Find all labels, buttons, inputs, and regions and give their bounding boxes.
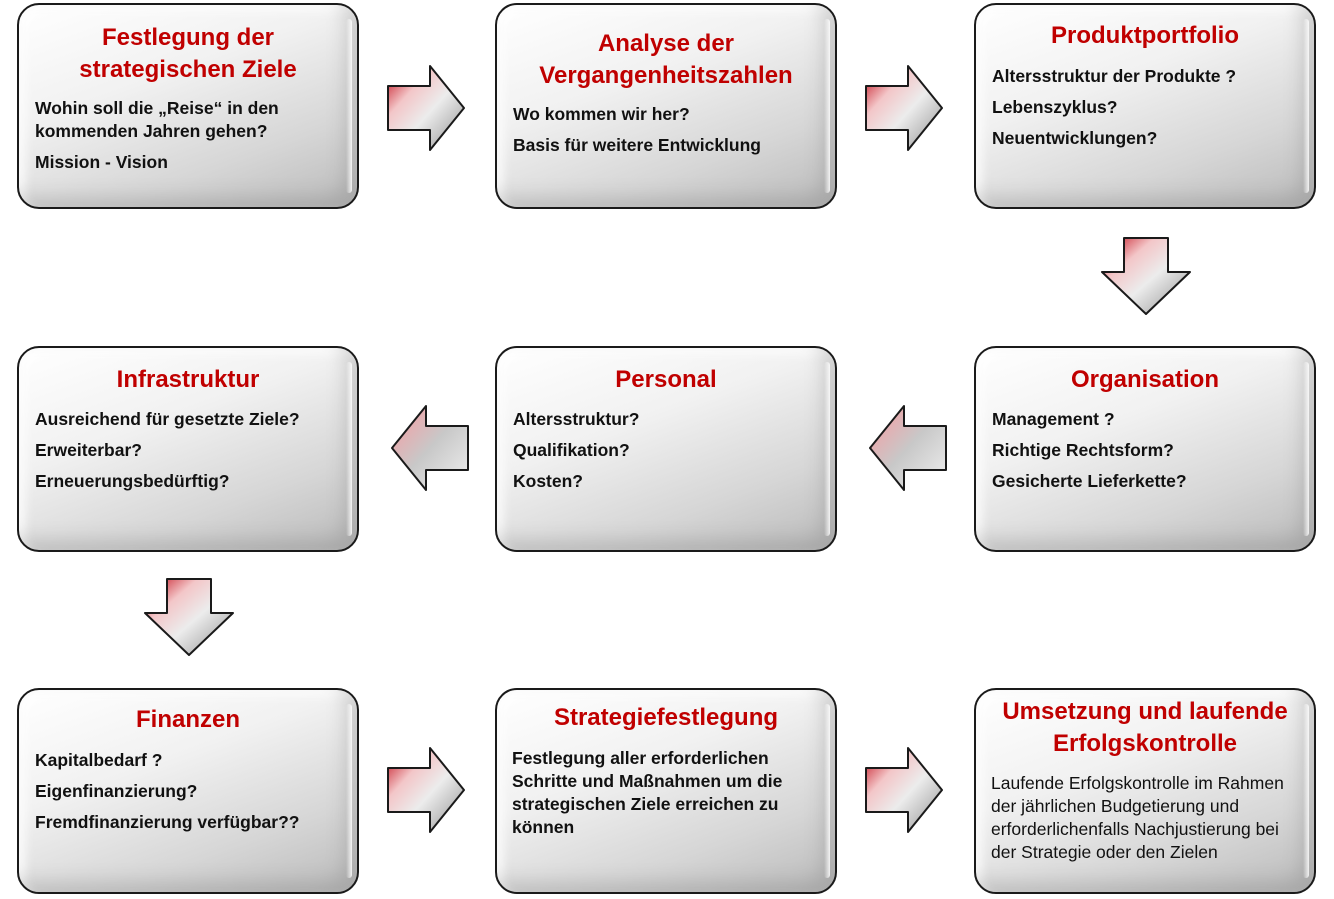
box-title: Analyse der Vergangenheitszahlen <box>539 30 793 89</box>
box-title: Festlegung der strategischen Ziele <box>79 24 297 83</box>
box-line: Richtige Rechtsform? <box>992 440 1174 460</box>
box-line: Fremdfinanzierung verfügbar?? <box>35 812 300 832</box>
block-arrow-icon <box>391 405 469 491</box>
block-arrow-icon <box>865 747 943 833</box>
box-analyse: Analyse der Vergangenheitszahlen Wo komm… <box>495 3 837 209</box>
box-line: Kapitalbedarf ? <box>35 750 163 770</box>
box-line: Mission - Vision <box>35 152 168 172</box>
box-line: Management ? <box>992 409 1115 429</box>
box-line: Erweiterbar? <box>35 440 142 460</box>
box-umsetzung: Umsetzung und laufende Erfolgskontrolle … <box>974 688 1316 894</box>
box-line: Altersstruktur? <box>513 409 640 429</box>
box-title: Produktportfolio <box>1051 22 1239 49</box>
box-produktportfolio: Produktportfolio Altersstruktur der Prod… <box>974 3 1316 209</box>
box-title: Umsetzung und laufende Erfolgskontrolle <box>1002 698 1288 757</box>
block-arrow-icon <box>865 65 943 151</box>
box-line: Kosten? <box>513 471 583 491</box>
box-text: Festlegung aller erforderlichen Schritte… <box>512 748 783 837</box>
block-arrow-icon <box>144 578 234 656</box>
box-line: Erneuerungsbedürftig? <box>35 471 230 491</box>
box-title: Strategiefestlegung <box>553 704 779 731</box>
block-arrow-icon <box>1101 237 1191 315</box>
box-text: Laufende Erfolgskontrolle im Rahmen der … <box>991 773 1284 862</box>
box-infrastruktur: Infrastruktur Ausreichend für gesetzte Z… <box>17 346 359 552</box>
box-line: Lebenszyklus? <box>992 97 1118 117</box>
box-organisation: Organisation Management ? Richtige Recht… <box>974 346 1316 552</box>
box-line: Wo kommen wir her? <box>513 104 690 124</box>
box-personal: Personal Altersstruktur? Qualifikation? … <box>495 346 837 552</box>
box-finanzen: Finanzen Kapitalbedarf ? Eigenfinanzieru… <box>17 688 359 894</box>
box-line: Eigenfinanzierung? <box>35 781 198 801</box>
block-arrow-icon <box>869 405 947 491</box>
box-line: Wohin soll die „Reise“ in den kommenden … <box>35 98 279 141</box>
box-title: Infrastruktur <box>116 366 260 393</box>
box-line: Ausreichend für gesetzte Ziele? <box>35 409 300 429</box>
box-ziele: Festlegung der strategischen Ziele Wohin… <box>17 3 359 209</box>
box-strategiefestlegung: Strategiefestlegung Festlegung aller erf… <box>495 688 837 894</box>
box-line: Gesicherte Lieferkette? <box>992 471 1187 491</box>
box-line: Altersstruktur der Produkte ? <box>992 66 1237 86</box>
box-line: Neuentwicklungen? <box>992 128 1158 148</box>
block-arrow-icon <box>387 747 465 833</box>
box-title: Personal <box>615 366 717 393</box>
box-title: Organisation <box>1070 366 1220 393</box>
block-arrow-icon <box>387 65 465 151</box>
box-title: Finanzen <box>135 706 240 733</box>
box-line: Qualifikation? <box>513 440 630 460</box>
box-line: Basis für weitere Entwicklung <box>513 135 761 155</box>
